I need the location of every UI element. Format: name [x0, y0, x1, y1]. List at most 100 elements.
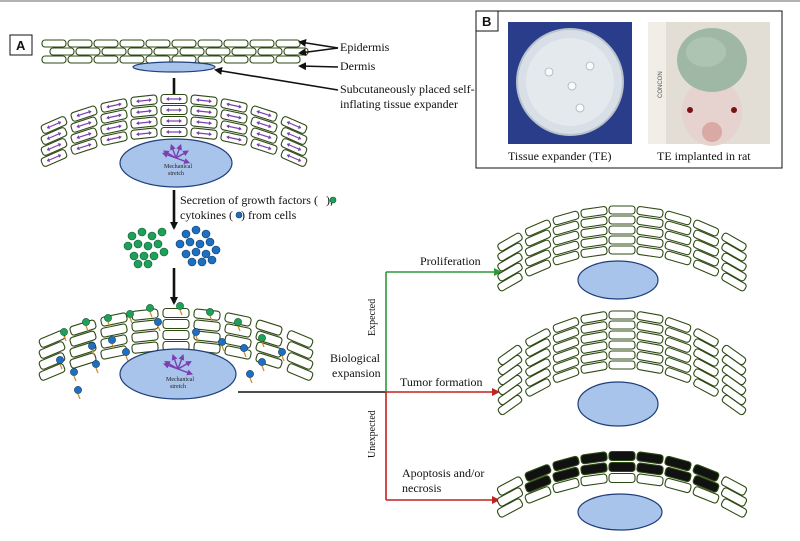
skin-cell — [636, 311, 664, 324]
skin-cell — [664, 367, 692, 383]
growth-factor-dot — [139, 251, 149, 261]
skin-cell — [664, 455, 692, 472]
label-stretch-2: stretch — [170, 384, 186, 390]
skin-cell — [525, 368, 551, 387]
label-epidermis: Epidermis — [340, 40, 390, 54]
skin-cell — [223, 39, 249, 48]
cell-wrapper — [524, 486, 552, 504]
stretch-marker — [286, 132, 302, 140]
stretch-marker-head — [148, 109, 152, 114]
panel-b-frame — [475, 10, 783, 169]
cell-wrapper — [552, 210, 580, 226]
skin-cell — [721, 232, 747, 252]
cell-wrapper — [131, 330, 159, 343]
skin-cell — [608, 360, 636, 370]
cell-wrapper — [524, 239, 552, 257]
cell-wrapper — [69, 352, 97, 369]
stretch-marker — [286, 121, 302, 129]
skin-cell — [636, 451, 664, 465]
receptor-stem — [209, 315, 213, 322]
arrow-epidermis-1 — [298, 38, 339, 49]
skin-cell — [636, 473, 664, 487]
stretch-marker — [256, 132, 272, 140]
label-expected: Expected — [367, 299, 378, 336]
skin-cell — [721, 262, 747, 282]
skin-cell — [525, 358, 551, 377]
cytokine-dot — [195, 239, 205, 249]
growth-factor-dot — [143, 259, 153, 269]
receptor-stem — [95, 367, 99, 374]
cell-wrapper — [721, 262, 747, 282]
skin-cell — [286, 352, 314, 370]
photo-tissue-expander — [508, 22, 632, 144]
stretch-direction-arrow — [175, 157, 191, 164]
inflated-expander-2 — [119, 348, 237, 400]
stretch-marker-line — [48, 155, 60, 161]
skin-cell — [636, 462, 664, 476]
cytokine-dot — [207, 255, 217, 265]
stretch-marker-line — [228, 114, 240, 119]
bound-cytokine — [108, 336, 116, 344]
arrow-dermis — [298, 62, 339, 71]
skin-cell — [580, 451, 608, 465]
cell-wrapper — [608, 245, 636, 255]
cell-wrapper — [162, 329, 190, 341]
cell-wrapper — [721, 272, 747, 292]
skin-cell — [608, 310, 636, 320]
cell-wrapper — [286, 363, 314, 381]
skin-cell — [524, 259, 552, 277]
stretch-marker-head — [88, 110, 92, 114]
skin-cell — [552, 367, 580, 383]
cytokine-dot — [175, 239, 185, 249]
cell-wrapper — [664, 357, 692, 373]
skin-cell — [524, 486, 552, 504]
skin-cell — [131, 308, 159, 321]
skin-cell — [38, 363, 66, 381]
stretch-marker-line — [197, 110, 211, 113]
skin-cell — [496, 487, 524, 507]
skin-cell — [101, 47, 127, 56]
skin-cell — [664, 357, 692, 373]
stretch-marker-head — [118, 113, 122, 118]
stretch-marker-head — [148, 98, 152, 103]
stretch-marker-head — [136, 110, 140, 115]
stretch-marker-head — [166, 108, 169, 112]
cell-wrapper — [664, 220, 692, 236]
skin-cell — [636, 321, 664, 334]
cell-wrapper — [525, 328, 551, 347]
cell-wrapper — [525, 368, 551, 387]
cytokine-dot — [181, 249, 191, 259]
stretch-marker-head — [208, 132, 212, 137]
skin-cell — [692, 259, 720, 277]
cell-wrapper — [69, 330, 97, 347]
skin-cell — [524, 249, 552, 267]
cytokine-dot — [181, 229, 191, 239]
cell-wrapper — [552, 367, 580, 383]
skin-cell — [100, 312, 128, 327]
skin-cell — [580, 351, 608, 364]
cell-wrapper — [524, 249, 552, 267]
skin-cell — [145, 39, 171, 48]
cell-wrapper — [664, 240, 692, 256]
cell-wrapper — [580, 361, 608, 374]
skin-cell — [193, 319, 221, 332]
skin-cell — [162, 329, 190, 341]
bound-growth-factor — [206, 308, 214, 316]
bound-cytokine — [218, 338, 226, 346]
skin-cell — [497, 272, 523, 292]
cell-wrapper — [162, 318, 190, 330]
cell-wrapper — [100, 323, 128, 338]
skin-cell — [608, 350, 636, 360]
stretch-marker-head — [268, 135, 272, 140]
stretch-marker-head — [297, 147, 302, 151]
proliferation-skin — [497, 205, 747, 292]
receptor-stem — [281, 355, 285, 362]
caption-rat: TE implanted in rat — [657, 149, 751, 163]
cell-wrapper — [664, 337, 692, 353]
growth-factor-dot — [153, 239, 163, 249]
cell-wrapper — [692, 475, 720, 493]
skin-cell — [608, 472, 636, 484]
label-secretion-line2: cytokines () from cells — [180, 208, 297, 222]
cell-wrapper — [608, 320, 636, 330]
